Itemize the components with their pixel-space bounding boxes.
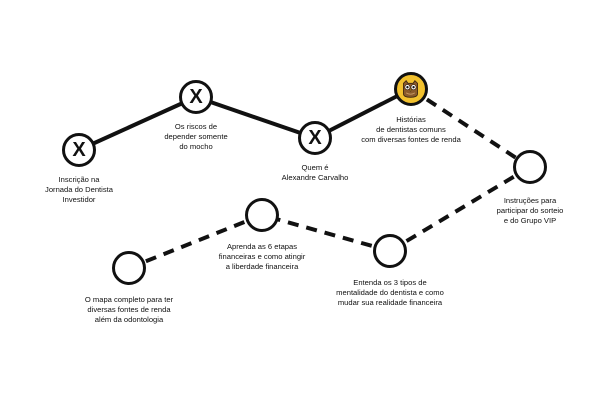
step-label-line: Aprenda as 6 etapas [226, 242, 298, 251]
step-node-3-done[interactable]: X [298, 121, 332, 155]
path-segment-dashed [409, 87, 532, 169]
x-mark-icon: X [72, 139, 86, 161]
step-node-1-done[interactable]: X [62, 133, 96, 167]
step-label-line: Jornada do Dentista [45, 185, 113, 194]
step-label-line: com diversas fontes de renda [361, 135, 461, 144]
path-segment-solid [314, 87, 412, 140]
step-label-line: mentalidade do dentista e como [336, 288, 444, 297]
path-segment-solid [195, 95, 316, 140]
step-label-line: Inscrição na [58, 175, 100, 184]
step-label-line: Histórias [396, 115, 426, 124]
step-label-line: Os riscos de [174, 122, 218, 131]
path-segment-dashed [128, 213, 263, 270]
path-segment-solid [78, 95, 197, 152]
x-mark-icon: X [189, 86, 203, 108]
step-label-line: além da odontologia [94, 315, 164, 324]
step-label-line: participar do sorteio [496, 206, 564, 215]
step-label-line: Investidor [62, 195, 96, 204]
step-label-line: depender somente [164, 132, 228, 141]
step-label-line: mudar sua realidade financeira [337, 298, 443, 307]
step-node-7-upcoming[interactable] [245, 198, 279, 232]
step-node-8-upcoming[interactable] [112, 251, 146, 285]
step-node-2-done[interactable]: X [179, 80, 213, 114]
step-label-line: Alexandre Carvalho [281, 173, 349, 182]
path-segment-dashed [388, 165, 532, 253]
path-segment-dashed [261, 213, 391, 253]
step-label-line: financeiras e como atingir [218, 252, 306, 261]
x-mark-icon: X [308, 127, 322, 149]
step-node-6-upcoming[interactable] [373, 234, 407, 268]
step-node-4-current[interactable] [394, 72, 428, 106]
step-label-line: O mapa completo para ter [84, 295, 174, 304]
step-label-line: diversas fontes de renda [87, 305, 171, 314]
step-node-5-upcoming[interactable] [513, 150, 547, 184]
step-label-line: Instruções para [503, 196, 557, 205]
step-label-line: a liberdade financeira [225, 262, 299, 271]
step-label-line: Entenda os 3 tipos de [353, 278, 427, 287]
step-label-line: do mocho [179, 142, 213, 151]
step-label-line: de dentistas comuns [376, 125, 446, 134]
step-label-line: Quem é [301, 163, 329, 172]
step-label-line: e do Grupo VIP [503, 216, 557, 225]
